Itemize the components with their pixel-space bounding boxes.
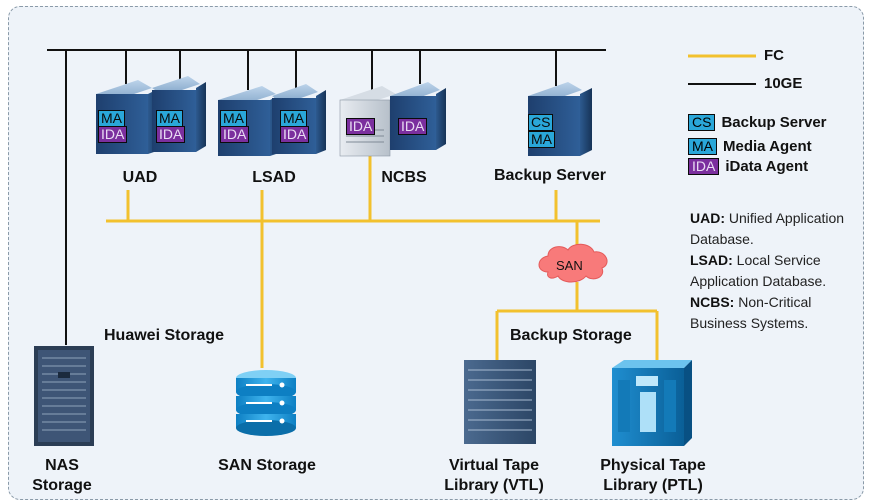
- note-ncbs-text: Non-Critical Business Systems.: [690, 294, 812, 331]
- uad-ma-tag-2: MA: [156, 110, 183, 127]
- note-ncbs: NCBS: Non-Critical Business Systems.: [690, 292, 865, 334]
- uad-ida-tag-2: IDA: [156, 126, 186, 143]
- note-uad: UAD: Unified Application Database.: [690, 208, 865, 250]
- ptl-label-line1: Physical Tape: [600, 457, 706, 474]
- san-cloud: [538, 243, 608, 283]
- note-lsad-abbr: LSAD:: [690, 252, 733, 268]
- san-label: SAN: [556, 258, 583, 273]
- fc-bus: [106, 152, 659, 368]
- backup-ma-tag: MA: [528, 131, 555, 148]
- legend-ma-row: MA Media Agent: [688, 138, 812, 155]
- note-lsad: LSAD: Local Service Application Database…: [690, 250, 865, 292]
- san-storage-device: [236, 370, 296, 436]
- vtl-label-line1: Virtual Tape: [448, 457, 540, 474]
- nas-storage-device: [34, 346, 94, 446]
- backup-storage-label: Backup Storage: [510, 327, 632, 344]
- ncbs-ida-tag-2: IDA: [398, 118, 428, 135]
- legend-cs-row: CS Backup Server: [688, 114, 827, 131]
- abbreviation-notes: UAD: Unified Application Database. LSAD:…: [690, 208, 865, 334]
- legend-ida-tag: IDA: [688, 158, 720, 175]
- lsad-ida-tag-1: IDA: [220, 126, 250, 143]
- nas-label-line1: NAS: [45, 457, 79, 474]
- ncbs-label: NCBS: [381, 169, 427, 186]
- note-ncbs-abbr: NCBS:: [690, 294, 735, 310]
- legend-cs-tag: CS: [688, 114, 716, 131]
- uad-ma-tag-1: MA: [98, 110, 125, 127]
- legend-ma-tag: MA: [688, 138, 717, 155]
- legend-tenge-label: 10GE: [764, 75, 803, 92]
- lsad-label: LSAD: [252, 169, 296, 186]
- legend-ma-label: Media Agent: [723, 138, 812, 155]
- ncbs-ida-tag-1: IDA: [346, 118, 376, 135]
- nas-label-line2: Storage: [32, 477, 92, 494]
- note-lsad-text: Local Service Application Database.: [690, 252, 827, 289]
- uad-ida-tag-1: IDA: [98, 126, 128, 143]
- legend-ida-label: iData Agent: [725, 158, 809, 175]
- legend-ida-row: IDA iData Agent: [688, 158, 808, 175]
- san-storage-label: SAN Storage: [218, 457, 316, 474]
- vtl-label-line2: Library (VTL): [444, 477, 544, 494]
- lsad-ma-tag-2: MA: [280, 110, 307, 127]
- backup-cs-tag: CS: [528, 114, 554, 131]
- legend-fc-label: FC: [764, 47, 784, 64]
- legend-cs-label: Backup Server: [721, 114, 827, 131]
- lsad-ida-tag-2: IDA: [280, 126, 310, 143]
- note-uad-text: Unified Application Database.: [690, 210, 845, 247]
- vtl-label: Virtual Tape Library (VTL): [444, 456, 544, 496]
- tenge-bus: [47, 49, 606, 345]
- ptl-label-line2: Library (PTL): [603, 477, 703, 494]
- note-uad-abbr: UAD:: [690, 210, 725, 226]
- ptl-label: Physical Tape Library (PTL): [600, 456, 706, 496]
- uad-label: UAD: [122, 169, 158, 186]
- vtl-device: [464, 360, 536, 444]
- ptl-device: [612, 360, 692, 446]
- nas-storage-label: NAS Storage: [32, 456, 92, 496]
- huawei-storage-label: Huawei Storage: [104, 327, 225, 344]
- backup-server-label: Backup Server: [493, 167, 607, 184]
- lsad-ma-tag-1: MA: [220, 110, 247, 127]
